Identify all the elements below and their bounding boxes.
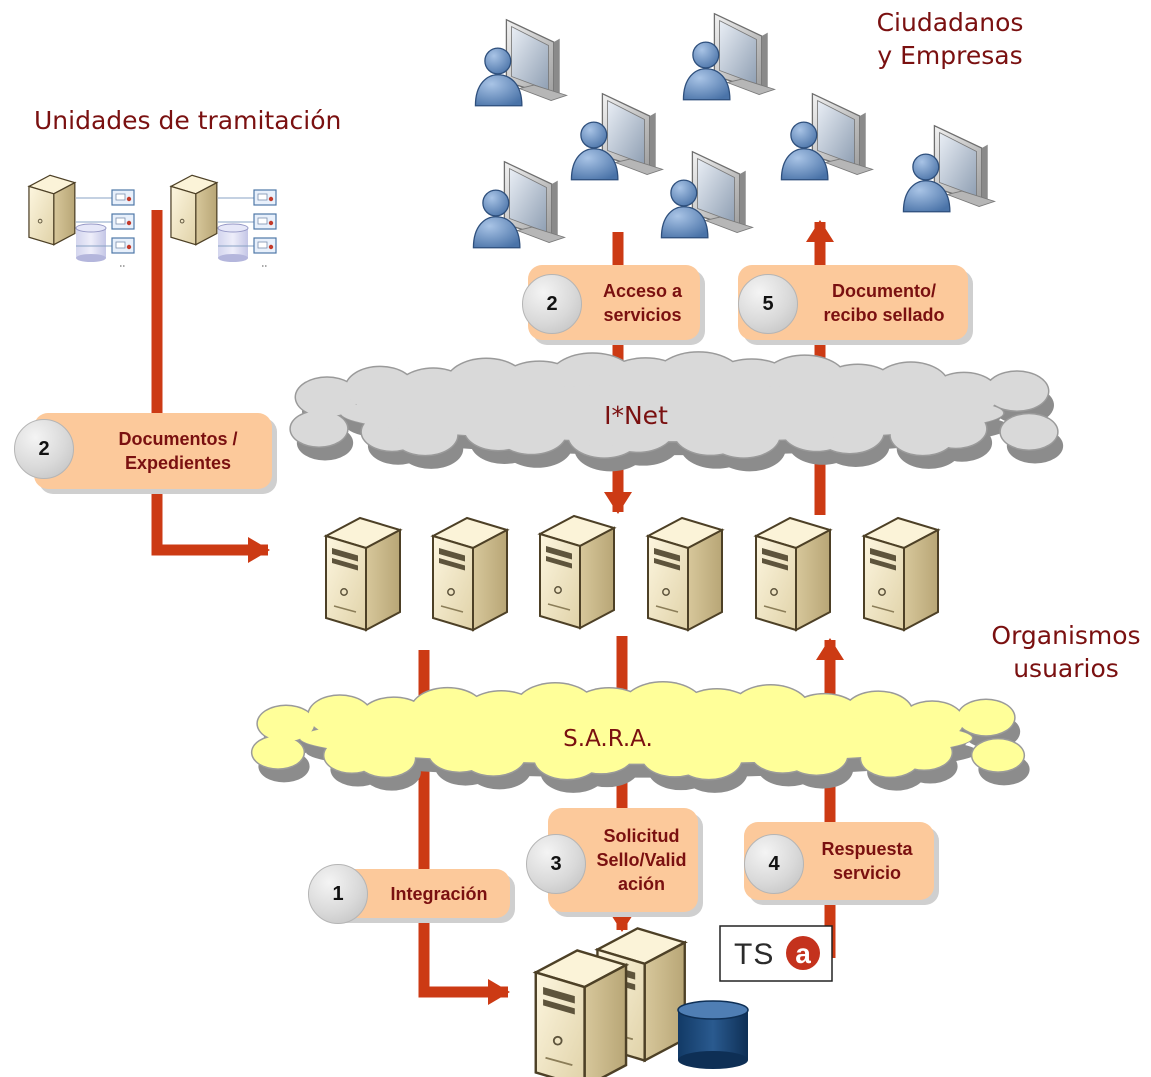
user-icon-5 <box>660 150 754 239</box>
heading-ciudadanos-line-1: Ciudadanos <box>876 8 1024 37</box>
step-documento-label-line: Documento/ <box>831 280 936 301</box>
user-icon-3 <box>570 92 664 181</box>
step-respuesta-number: 4 <box>744 834 804 894</box>
step-solicitud-label-line: ación <box>617 874 665 894</box>
step-solicitud-label-line: Sello/Valid <box>596 850 687 870</box>
heading-organismos-line-1: Organismos <box>991 621 1141 650</box>
step-documento-number: 5 <box>738 274 798 334</box>
heading-ciudadanos-line-2: y Empresas <box>877 41 1023 70</box>
user-icon-1 <box>474 18 568 107</box>
step-respuesta-label: Respuesta servicio <box>800 822 934 900</box>
user-icon-6 <box>780 92 874 181</box>
server-icon-5 <box>753 516 833 632</box>
tsa-logo-icon: TS a <box>719 925 833 982</box>
server-icon-6 <box>861 516 941 632</box>
step-documento-label-line: recibo sellado <box>823 304 945 325</box>
step-acceso-label: Acceso a servicios <box>585 265 700 340</box>
step-documentos-label: Documentos / Expedientes <box>84 413 272 489</box>
step-documentos-label-line: Documentos / <box>118 429 238 449</box>
step-integracion-label: Integración <box>368 869 510 918</box>
heading-organismos: Organismos usuarios <box>980 619 1151 685</box>
database-icon <box>677 1000 749 1069</box>
sara-cloud: S.A.R.A. <box>250 681 1030 793</box>
step-documento-label: Documento/recibo sellado <box>800 265 968 340</box>
step-solicitud-number: 3 <box>526 834 586 894</box>
server-icon-3 <box>537 514 617 630</box>
step-documentos-number: 2 <box>14 419 74 479</box>
server-icon-4 <box>645 516 725 632</box>
sara-cloud-label: S.A.R.A. <box>563 726 653 752</box>
server-icon-bottom-front <box>532 949 630 1077</box>
step-integracion-label-line: Integración <box>390 883 488 904</box>
step-respuesta-label-line: servicio <box>832 863 902 883</box>
server-icon-2 <box>430 516 510 632</box>
step-respuesta-label-line: Respuesta <box>821 839 913 859</box>
inet-cloud-label: I*Net <box>604 401 668 430</box>
step-acceso-number: 2 <box>522 274 582 334</box>
icons-layer: TS a <box>27 12 996 1077</box>
step-integracion-number: 1 <box>308 864 368 924</box>
arrow-respuesta-up <box>816 638 844 958</box>
step-solicitud-label-line: Solicitud <box>603 826 680 846</box>
user-icon-2 <box>682 12 776 101</box>
step-documentos-label-line: Expedientes <box>124 453 232 473</box>
tsa-logo-text: TS <box>734 938 774 971</box>
step-acceso-label-line: servicios <box>603 304 682 325</box>
heading-ciudadanos: Ciudadanos y Empresas <box>870 6 1030 72</box>
user-icon-7 <box>902 124 996 213</box>
step-acceso-label-line: Acceso a <box>602 280 683 301</box>
arrow-documentos <box>151 210 270 563</box>
unidad-server-cluster-2 <box>169 174 277 267</box>
unidad-server-cluster-1 <box>27 174 135 267</box>
server-icon-1 <box>323 516 403 632</box>
heading-unidades: Unidades de tramitación <box>34 106 342 135</box>
tsa-logo-a: a <box>795 938 811 969</box>
inet-cloud: I*Net <box>289 351 1064 472</box>
user-icon-4 <box>472 160 566 249</box>
heading-organismos-line-2: usuarios <box>1013 654 1119 683</box>
